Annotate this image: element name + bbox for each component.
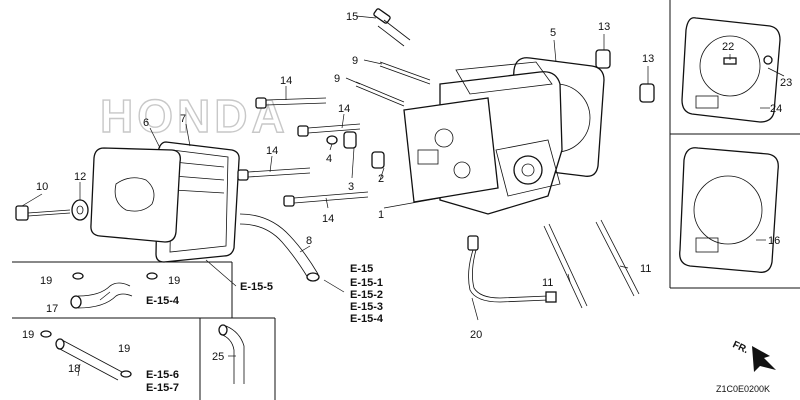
label-17: 17 [46, 303, 58, 315]
cover-plate-shape [90, 147, 181, 243]
label-11b: 11 [640, 263, 651, 275]
label-5: 5 [550, 27, 556, 39]
label-14b: 14 [338, 103, 350, 115]
part-number-labels: 15 5 13 13 9 9 14 14 14 14 6 7 12 10 8 3… [22, 11, 792, 375]
label-14a: 14 [280, 75, 292, 87]
ref-e15-7: E-15-7 [146, 382, 179, 394]
studs-11-shape [543, 219, 640, 309]
ref-e15-4b: E-15-4 [146, 295, 180, 307]
label-6: 6 [143, 117, 149, 129]
brand-watermark: HONDA [100, 90, 289, 142]
fr-direction-label: FR. [731, 339, 750, 356]
diagram-code: Z1C0E0200K [716, 384, 770, 394]
label-2: 2 [378, 173, 384, 185]
label-4: 4 [326, 153, 332, 165]
ref-e15-4a: E-15-4 [350, 313, 384, 325]
label-7: 7 [180, 113, 186, 125]
gasket-16-shape [679, 147, 779, 273]
label-16: 16 [768, 235, 780, 247]
label-12: 12 [74, 171, 86, 183]
cylinder-head-shape [403, 61, 563, 215]
label-1: 1 [378, 209, 384, 221]
label-19d: 19 [118, 343, 130, 355]
gasket-24-shape [681, 17, 781, 123]
gasket-inset-frame [669, 0, 800, 289]
label-8: 8 [306, 235, 312, 247]
studs-9-shape [355, 61, 431, 107]
ref-e15-2: E-15-2 [350, 289, 383, 301]
spark-plug-15-shape [373, 8, 411, 47]
label-19c: 19 [22, 329, 34, 341]
label-20: 20 [470, 329, 482, 341]
label-18: 18 [68, 363, 80, 375]
ref-e15-1: E-15-1 [350, 277, 383, 289]
ref-e15-6: E-15-6 [146, 369, 179, 381]
label-13b: 13 [642, 53, 654, 65]
ref-e15-5: E-15-5 [240, 281, 273, 293]
elbow-tube-25-shape [218, 324, 245, 384]
label-14c: 14 [266, 145, 278, 157]
ref-e15: E-15 [350, 263, 373, 275]
label-9a: 9 [352, 55, 358, 67]
label-22: 22 [722, 41, 734, 53]
label-19b: 19 [168, 275, 180, 287]
sensor-20-shape [467, 235, 557, 303]
label-25: 25 [212, 351, 224, 363]
label-15: 15 [346, 11, 358, 23]
ref-e15-3: E-15-3 [350, 301, 383, 313]
label-14d: 14 [322, 213, 334, 225]
reference-codes: E-15-5 E-15 E-15-1 E-15-2 E-15-3 E-15-4 … [146, 263, 384, 394]
label-3: 3 [348, 181, 354, 193]
dowels-13-shape [595, 49, 655, 103]
bolt-10-shape [15, 199, 89, 221]
breather-inset-frame [12, 261, 276, 400]
label-9b: 9 [334, 73, 340, 85]
dowel-pins-shape [326, 131, 385, 169]
hose-18-shape [40, 330, 132, 381]
breather-tube-17-shape [70, 272, 158, 309]
label-11a: 11 [542, 277, 553, 289]
label-13a: 13 [598, 21, 610, 33]
label-24: 24 [770, 103, 782, 115]
breather-tube-8-shape [239, 213, 320, 282]
label-23: 23 [780, 77, 792, 89]
leader-lines [21, 15, 785, 377]
long-bolts-14-shape [237, 97, 369, 207]
front-direction-icon [752, 346, 776, 372]
label-10: 10 [36, 181, 48, 193]
label-19a: 19 [40, 275, 52, 287]
